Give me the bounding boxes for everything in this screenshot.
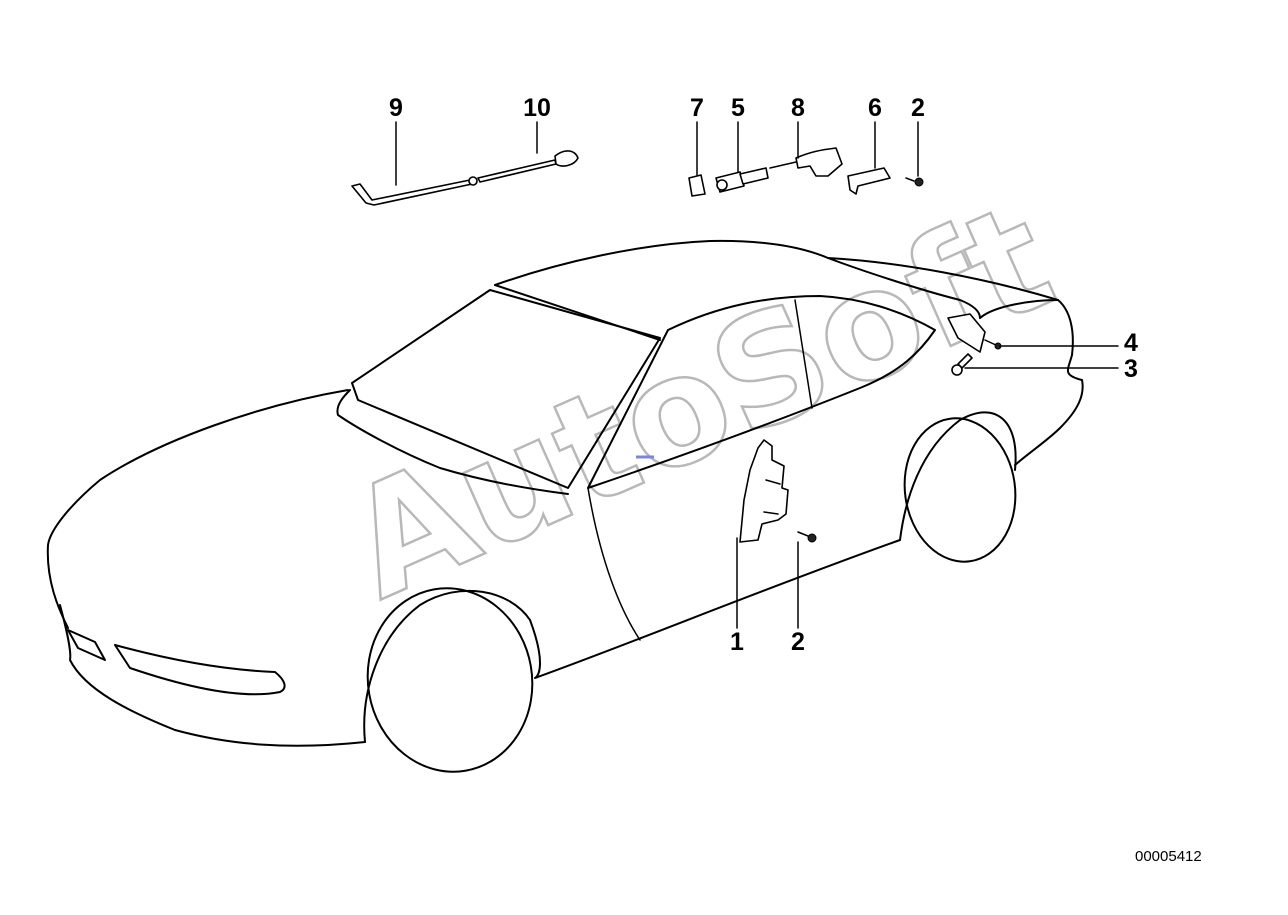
callout-3: 3 — [1124, 355, 1138, 383]
watermark: AutoSoft — [324, 171, 1076, 633]
part-8-lead — [769, 147, 843, 177]
part-6-bracket — [847, 167, 891, 195]
callout-9: 9 — [389, 94, 403, 122]
callout-10: 10 — [523, 94, 551, 122]
part-2-screw-bottom — [797, 531, 817, 543]
callout-8: 8 — [791, 94, 805, 122]
part-10-cable — [477, 150, 579, 183]
part-3-screw — [951, 353, 973, 376]
part-4-module — [947, 313, 1002, 353]
callout-5: 5 — [731, 94, 745, 122]
part-1-module — [739, 439, 789, 543]
part-7-plug — [688, 174, 706, 197]
part-5-sensor — [715, 167, 769, 193]
callout-6: 6 — [868, 94, 882, 122]
car-outline — [46, 239, 1084, 773]
callout-2-top: 2 — [911, 94, 925, 122]
part-2-screw-top — [905, 177, 924, 187]
leader-lines — [395, 121, 1119, 629]
callout-7: 7 — [690, 94, 704, 122]
callout-4: 4 — [1124, 329, 1138, 357]
callout-2-bottom: 2 — [791, 628, 805, 656]
callout-1: 1 — [730, 628, 744, 656]
part-9-rod — [351, 176, 478, 206]
document-number: 00005412 — [1135, 848, 1202, 865]
